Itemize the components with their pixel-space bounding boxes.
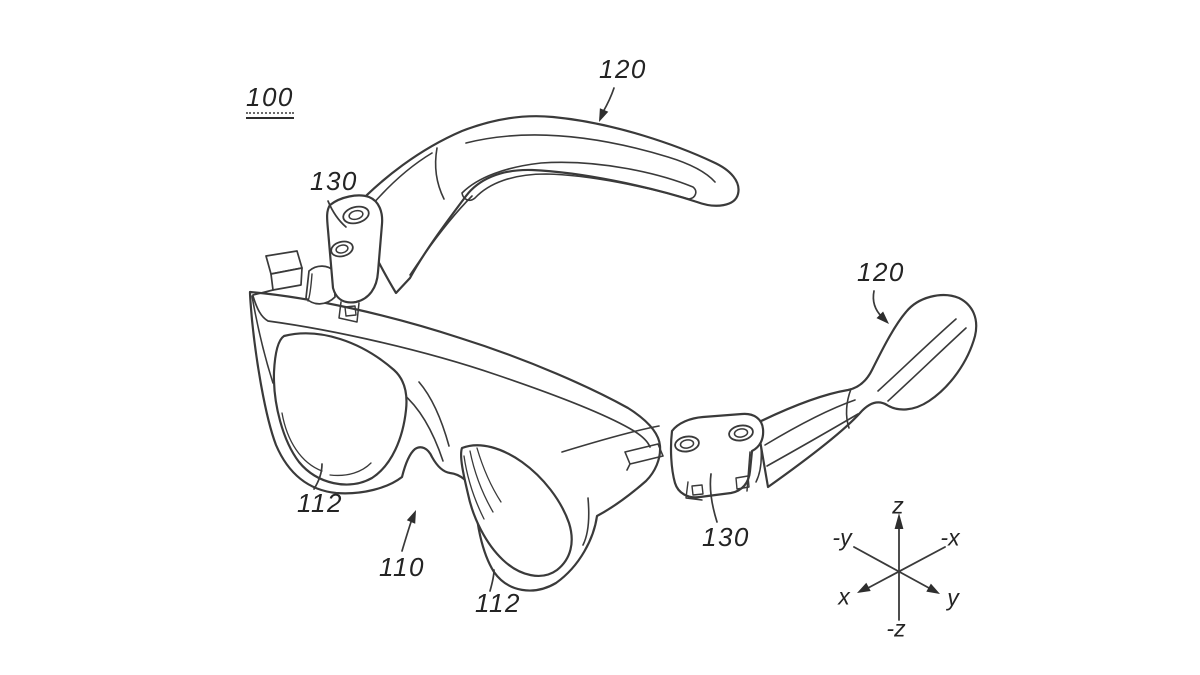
leader-120-right	[872, 290, 883, 318]
axis-z-arrowhead	[894, 513, 904, 529]
axis-label-y: y	[947, 584, 959, 611]
ref-label-130-bottom: 130	[702, 522, 750, 552]
right-hinge-screw-left	[674, 435, 700, 453]
left-temple	[350, 115, 740, 295]
leader-112-left	[313, 463, 323, 490]
frame-front	[248, 290, 664, 592]
leader-130-left	[327, 200, 347, 228]
axis-label-x: x	[838, 583, 850, 610]
ref-label-112-bottom: 112	[475, 588, 521, 618]
left-lens	[272, 332, 408, 486]
left-hinge-screw-bottom	[330, 240, 354, 258]
leader-lines	[313, 87, 889, 592]
leader-130-bottom	[709, 473, 718, 523]
axis-x-arrowhead	[857, 582, 871, 593]
ref-label-130-left: 130	[310, 166, 358, 196]
leader-110	[401, 521, 412, 552]
axis-label-neg-z: -z	[886, 615, 906, 642]
leader-120-top-arrowhead	[599, 108, 609, 122]
ref-label-110: 110	[379, 552, 425, 582]
right-temple	[755, 294, 978, 489]
axis-label-neg-x: -x	[940, 524, 960, 551]
ref-label-100: 100	[246, 84, 294, 119]
axis-x-line	[867, 546, 946, 589]
axis-label-z: z	[892, 492, 904, 519]
ref-label-112-left: 112	[297, 488, 343, 518]
leader-120-top	[602, 87, 615, 113]
axis-indicator	[853, 513, 946, 621]
leader-110-arrowhead	[406, 510, 416, 524]
right-hinge-screw-right	[728, 424, 754, 442]
right-lens	[460, 444, 573, 577]
axis-y-arrowhead	[926, 583, 940, 594]
right-hinge	[669, 412, 765, 501]
left-endpiece-lug	[252, 250, 336, 305]
left-hinge-screw-top	[342, 205, 370, 225]
leader-112-bottom	[489, 569, 495, 592]
ref-label-120-top: 120	[599, 54, 647, 84]
axis-label-neg-y: -y	[832, 524, 852, 551]
axis-y-line	[853, 546, 930, 589]
ref-label-120-right: 120	[857, 257, 905, 287]
leader-120-right-arrowhead	[876, 311, 889, 324]
